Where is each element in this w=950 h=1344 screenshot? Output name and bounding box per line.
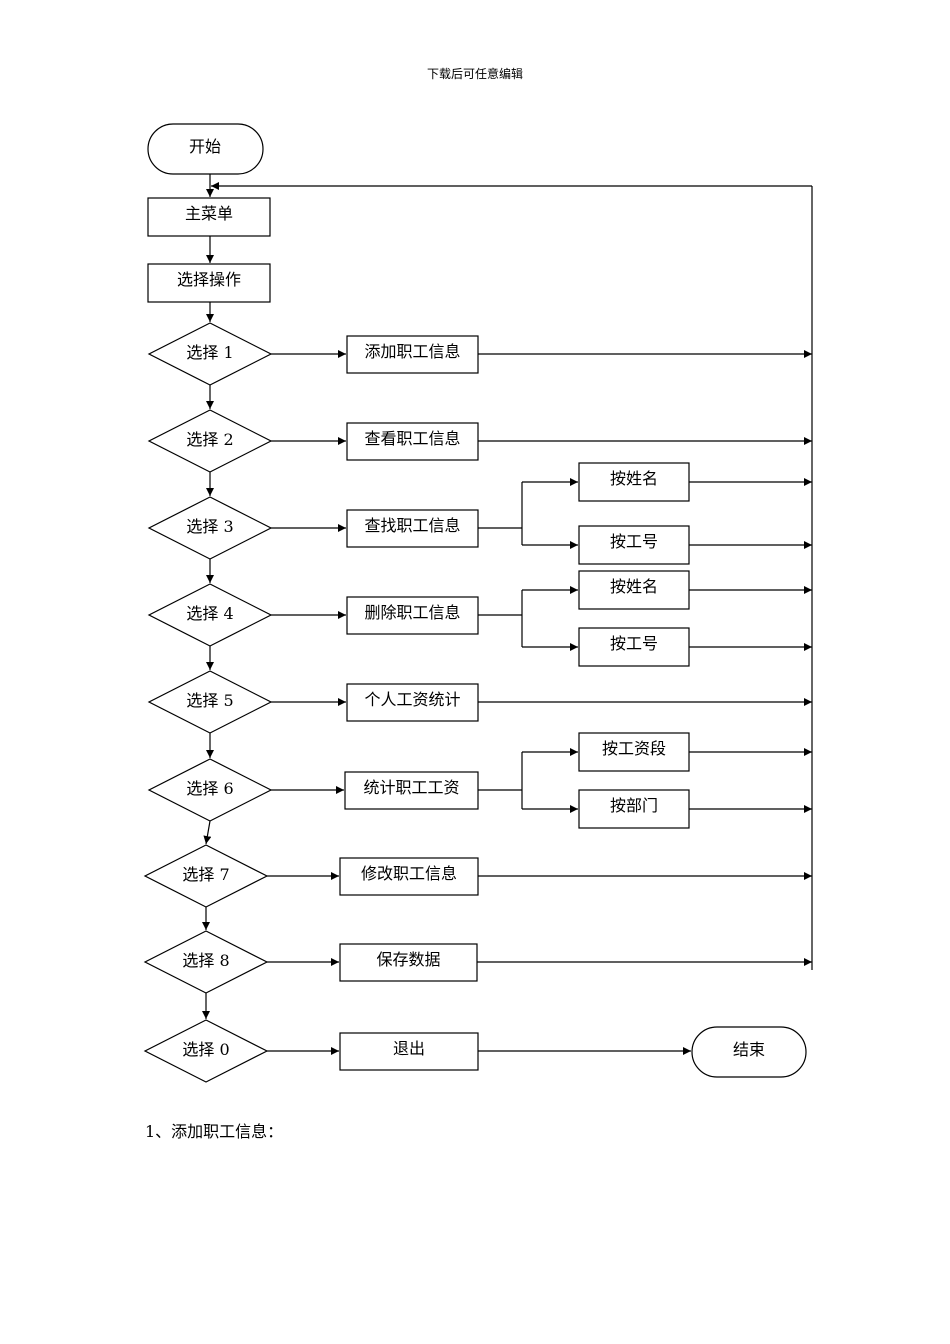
decision-label: 选择 1 [186, 343, 234, 362]
start-terminal [147, 123, 264, 175]
decision-diamond [143, 1019, 269, 1083]
sub-option-label: 按工资段 [601, 739, 666, 758]
end-terminal [691, 1026, 807, 1078]
decision-label: 选择 5 [186, 691, 234, 710]
main-menu-label: 主菜单 [184, 204, 233, 223]
sub-option-label: 按工号 [609, 532, 658, 551]
start-label: 开始 [188, 137, 221, 156]
action-label: 删除职工信息 [364, 603, 461, 622]
decision-label: 选择 0 [182, 1040, 230, 1059]
action-label: 查看职工信息 [364, 429, 461, 448]
end-label: 结束 [732, 1040, 765, 1059]
action-label: 统计职工工资 [363, 778, 460, 797]
action-label: 查找职工信息 [364, 516, 461, 535]
action-label: 个人工资统计 [364, 690, 461, 709]
decision-label: 选择 4 [186, 604, 234, 623]
action-label: 添加职工信息 [364, 342, 461, 361]
main-menu-box [147, 197, 271, 237]
section-heading: 1、添加职工信息： [145, 1122, 284, 1141]
action-label: 保存数据 [376, 950, 441, 969]
select-operation-label: 选择操作 [176, 270, 241, 289]
decision-label: 选择 7 [182, 865, 230, 884]
sub-option-label: 按部门 [609, 796, 658, 815]
action-label: 修改职工信息 [360, 864, 457, 883]
page-header-note: 下载后可任意编辑 [426, 67, 523, 81]
decision-label: 选择 8 [182, 951, 230, 970]
decision-label: 选择 2 [186, 430, 234, 449]
action-label: 退出 [392, 1039, 425, 1058]
sub-option-label: 按工号 [609, 634, 658, 653]
arrow-to-next-decision [203, 820, 212, 845]
decision-label: 选择 3 [186, 517, 234, 536]
sub-option-label: 按姓名 [609, 577, 658, 596]
sub-option-label: 按姓名 [609, 469, 658, 488]
decision-label: 选择 6 [186, 779, 234, 798]
select-operation-box [147, 263, 271, 303]
